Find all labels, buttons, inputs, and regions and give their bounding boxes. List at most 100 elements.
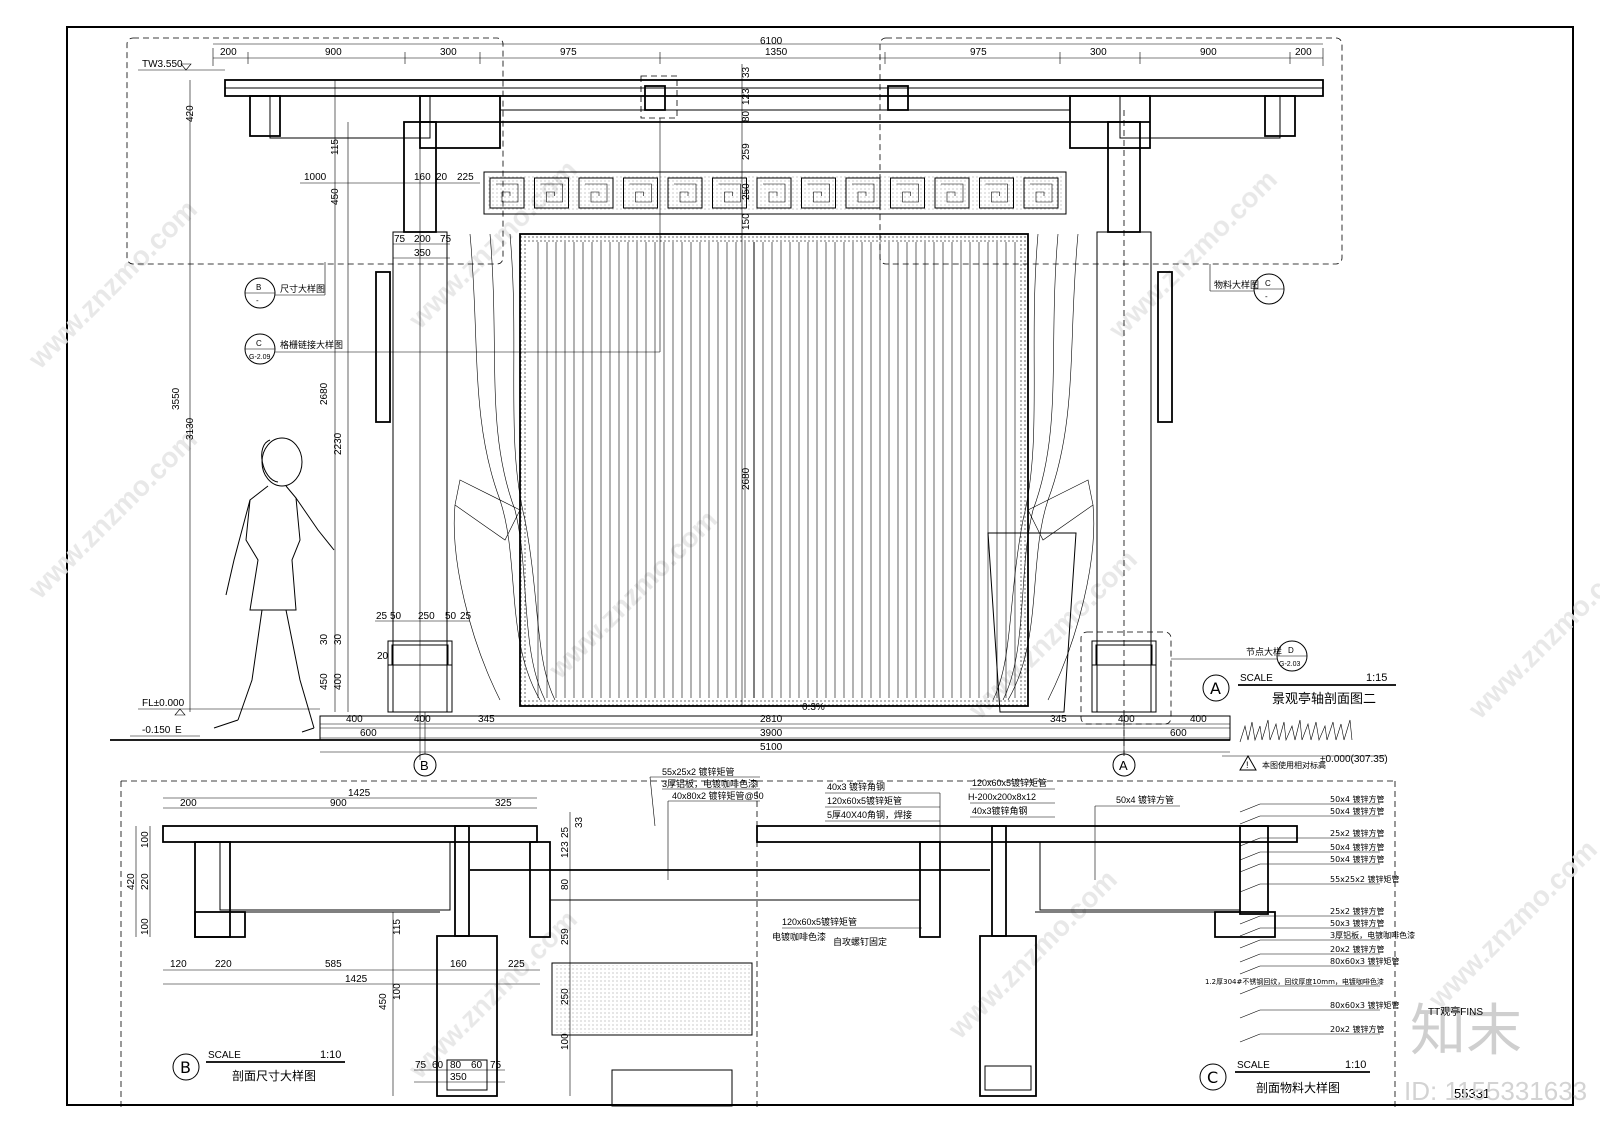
svg-text:SCALE: SCALE <box>1240 673 1273 684</box>
svg-text:25: 25 <box>560 826 571 838</box>
fret-tile <box>890 177 925 209</box>
svg-text:SCALE: SCALE <box>208 1050 241 1061</box>
svg-text:1425: 1425 <box>348 788 371 799</box>
svg-text:250: 250 <box>418 611 435 622</box>
roof-structure <box>224 75 1324 149</box>
fret-tile <box>1023 177 1059 209</box>
relative-elevation-note: ! 本图使用相对标高 ±0.000(307.35) <box>1222 754 1388 771</box>
floor-slab <box>110 715 1231 741</box>
column-base-left <box>387 640 453 713</box>
svg-text:80: 80 <box>741 110 752 122</box>
svg-text:自攻螺钉固定: 自攻螺钉固定 <box>833 936 887 947</box>
svg-text:A: A <box>1210 679 1221 698</box>
brand-watermark: 知末 TT观亭FINS 55331 ID: 1155331633 <box>1404 999 1587 1106</box>
watermark-text: www.znzmo.com <box>1462 544 1600 725</box>
svg-text:100: 100 <box>140 918 151 935</box>
svg-text:3550: 3550 <box>171 387 182 410</box>
svg-text:尺寸大样图: 尺寸大样图 <box>280 283 325 295</box>
svg-text:1:15: 1:15 <box>1366 672 1387 684</box>
watermark-text: www.znzmo.com <box>942 864 1123 1045</box>
svg-text:50: 50 <box>445 611 457 622</box>
svg-text:B: B <box>420 758 429 773</box>
top-dimension-chain: 6100 200 900 300 975 1350 975 300 900 20… <box>212 36 1324 66</box>
svg-text:物料大样图: 物料大样图 <box>1214 279 1259 291</box>
fret-tile <box>623 177 658 209</box>
material-label: 80x60x3 镀锌矩管 <box>1330 1000 1399 1010</box>
svg-text:20: 20 <box>377 651 389 662</box>
center-vertical-dims: 33 123 80 259 150 250 2680 <box>741 64 752 705</box>
fret-tile <box>934 177 970 209</box>
fret-tile <box>712 177 747 209</box>
svg-text:B: B <box>180 1058 191 1077</box>
dim-right-1: 975 <box>970 47 987 58</box>
svg-text:420: 420 <box>126 873 137 890</box>
callout-c-grille: C G-2.09 格栅链接大样图 <box>244 118 661 365</box>
svg-text:节点大样: 节点大样 <box>1246 646 1282 658</box>
column-left <box>392 110 448 760</box>
svg-text:400: 400 <box>333 673 344 690</box>
detail-c-frame <box>757 780 1396 1110</box>
svg-text:345: 345 <box>1050 714 1067 725</box>
svg-text:100: 100 <box>140 831 151 848</box>
title-detail-c: C SCALE 1:10 剖面物料大样图 <box>1199 1059 1370 1095</box>
svg-text:420: 420 <box>185 105 196 122</box>
grille-door <box>519 233 1029 707</box>
svg-text:1000: 1000 <box>304 172 327 183</box>
svg-text:±0.000(307.35): ±0.000(307.35) <box>1320 754 1388 765</box>
sheet-border <box>66 26 1574 1106</box>
svg-text:3900: 3900 <box>760 728 783 739</box>
svg-text:E: E <box>175 725 182 736</box>
svg-text:33: 33 <box>574 816 585 828</box>
svg-text:250: 250 <box>741 183 752 200</box>
axis-bubble-b: B <box>413 712 437 777</box>
fret-tile <box>979 177 1014 209</box>
material-label: 50x3 镀锌方管 <box>1330 918 1385 928</box>
fret-tile <box>756 177 792 209</box>
elevation-fl: FL±0.000 <box>138 698 320 716</box>
watermark-text: www.znzmo.com <box>962 544 1143 725</box>
svg-text:123: 123 <box>741 88 752 105</box>
svg-text:400: 400 <box>1118 714 1135 725</box>
svg-text:400: 400 <box>414 714 431 725</box>
svg-text:2230: 2230 <box>333 432 344 455</box>
svg-text:350: 350 <box>414 248 431 259</box>
svg-text:259: 259 <box>560 928 571 945</box>
svg-text:1425: 1425 <box>345 974 368 985</box>
dim-overall: 6100 <box>760 36 783 47</box>
material-label: 50x4 镀锌方管 <box>1330 794 1385 804</box>
svg-text:2680: 2680 <box>741 467 752 490</box>
svg-text:40x3镀锌角钢: 40x3镀锌角钢 <box>972 805 1028 816</box>
callout-d-node: D G-2.03 节点大样 <box>1171 640 1308 672</box>
title-detail-b: B SCALE 1:10 剖面尺寸大样图 <box>172 1049 345 1083</box>
svg-text:220: 220 <box>215 959 232 970</box>
fret-tile <box>845 177 881 209</box>
svg-text:60: 60 <box>432 1060 444 1071</box>
svg-text:C: C <box>1265 279 1271 288</box>
svg-text:TT观亭FINS: TT观亭FINS <box>1428 1005 1483 1018</box>
svg-text:TW3.550: TW3.550 <box>142 59 183 70</box>
svg-text:75: 75 <box>490 1060 502 1071</box>
wall-lamp-right <box>1157 271 1173 423</box>
svg-text:本图使用相对标高: 本图使用相对标高 <box>1262 760 1326 770</box>
svg-text:-0.150: -0.150 <box>142 725 171 736</box>
left-vertical-dims: 420 115 450 2680 2230 400 450 3550 3130 … <box>171 80 349 712</box>
planter-pot <box>987 532 1077 713</box>
elevation-ground: -0.150 E <box>130 725 200 737</box>
material-label: 25x2 镀锌方管 <box>1330 906 1385 916</box>
detail-c-material-labels: 55x25x2 镀锌矩管 3厚铝板，电镀咖啡色漆 40x80x2 镀锌矩管@50… <box>649 766 1415 1043</box>
svg-text:160: 160 <box>414 172 431 183</box>
wall-lamp-left <box>375 271 391 423</box>
detail-b-dims: 1425 200 900 325 100 420 220 100 120 220… <box>126 788 585 1096</box>
human-scale-figure <box>213 437 335 733</box>
svg-text:60: 60 <box>471 1060 483 1071</box>
material-label: 80x60x3 镀锌矩管 <box>1330 956 1399 966</box>
detail-box-base <box>1080 631 1172 725</box>
svg-text:585: 585 <box>325 959 342 970</box>
svg-text:200: 200 <box>414 234 431 245</box>
svg-text:格栅链接大样图: 格栅链接大样图 <box>280 339 343 351</box>
svg-text:25: 25 <box>460 611 472 622</box>
svg-text:75: 75 <box>415 1060 427 1071</box>
elevation-tw: TW3.550 <box>138 59 225 71</box>
svg-text:5厚40X40角钢，焊接: 5厚40X40角钢，焊接 <box>827 809 912 820</box>
svg-text:-: - <box>256 296 259 305</box>
